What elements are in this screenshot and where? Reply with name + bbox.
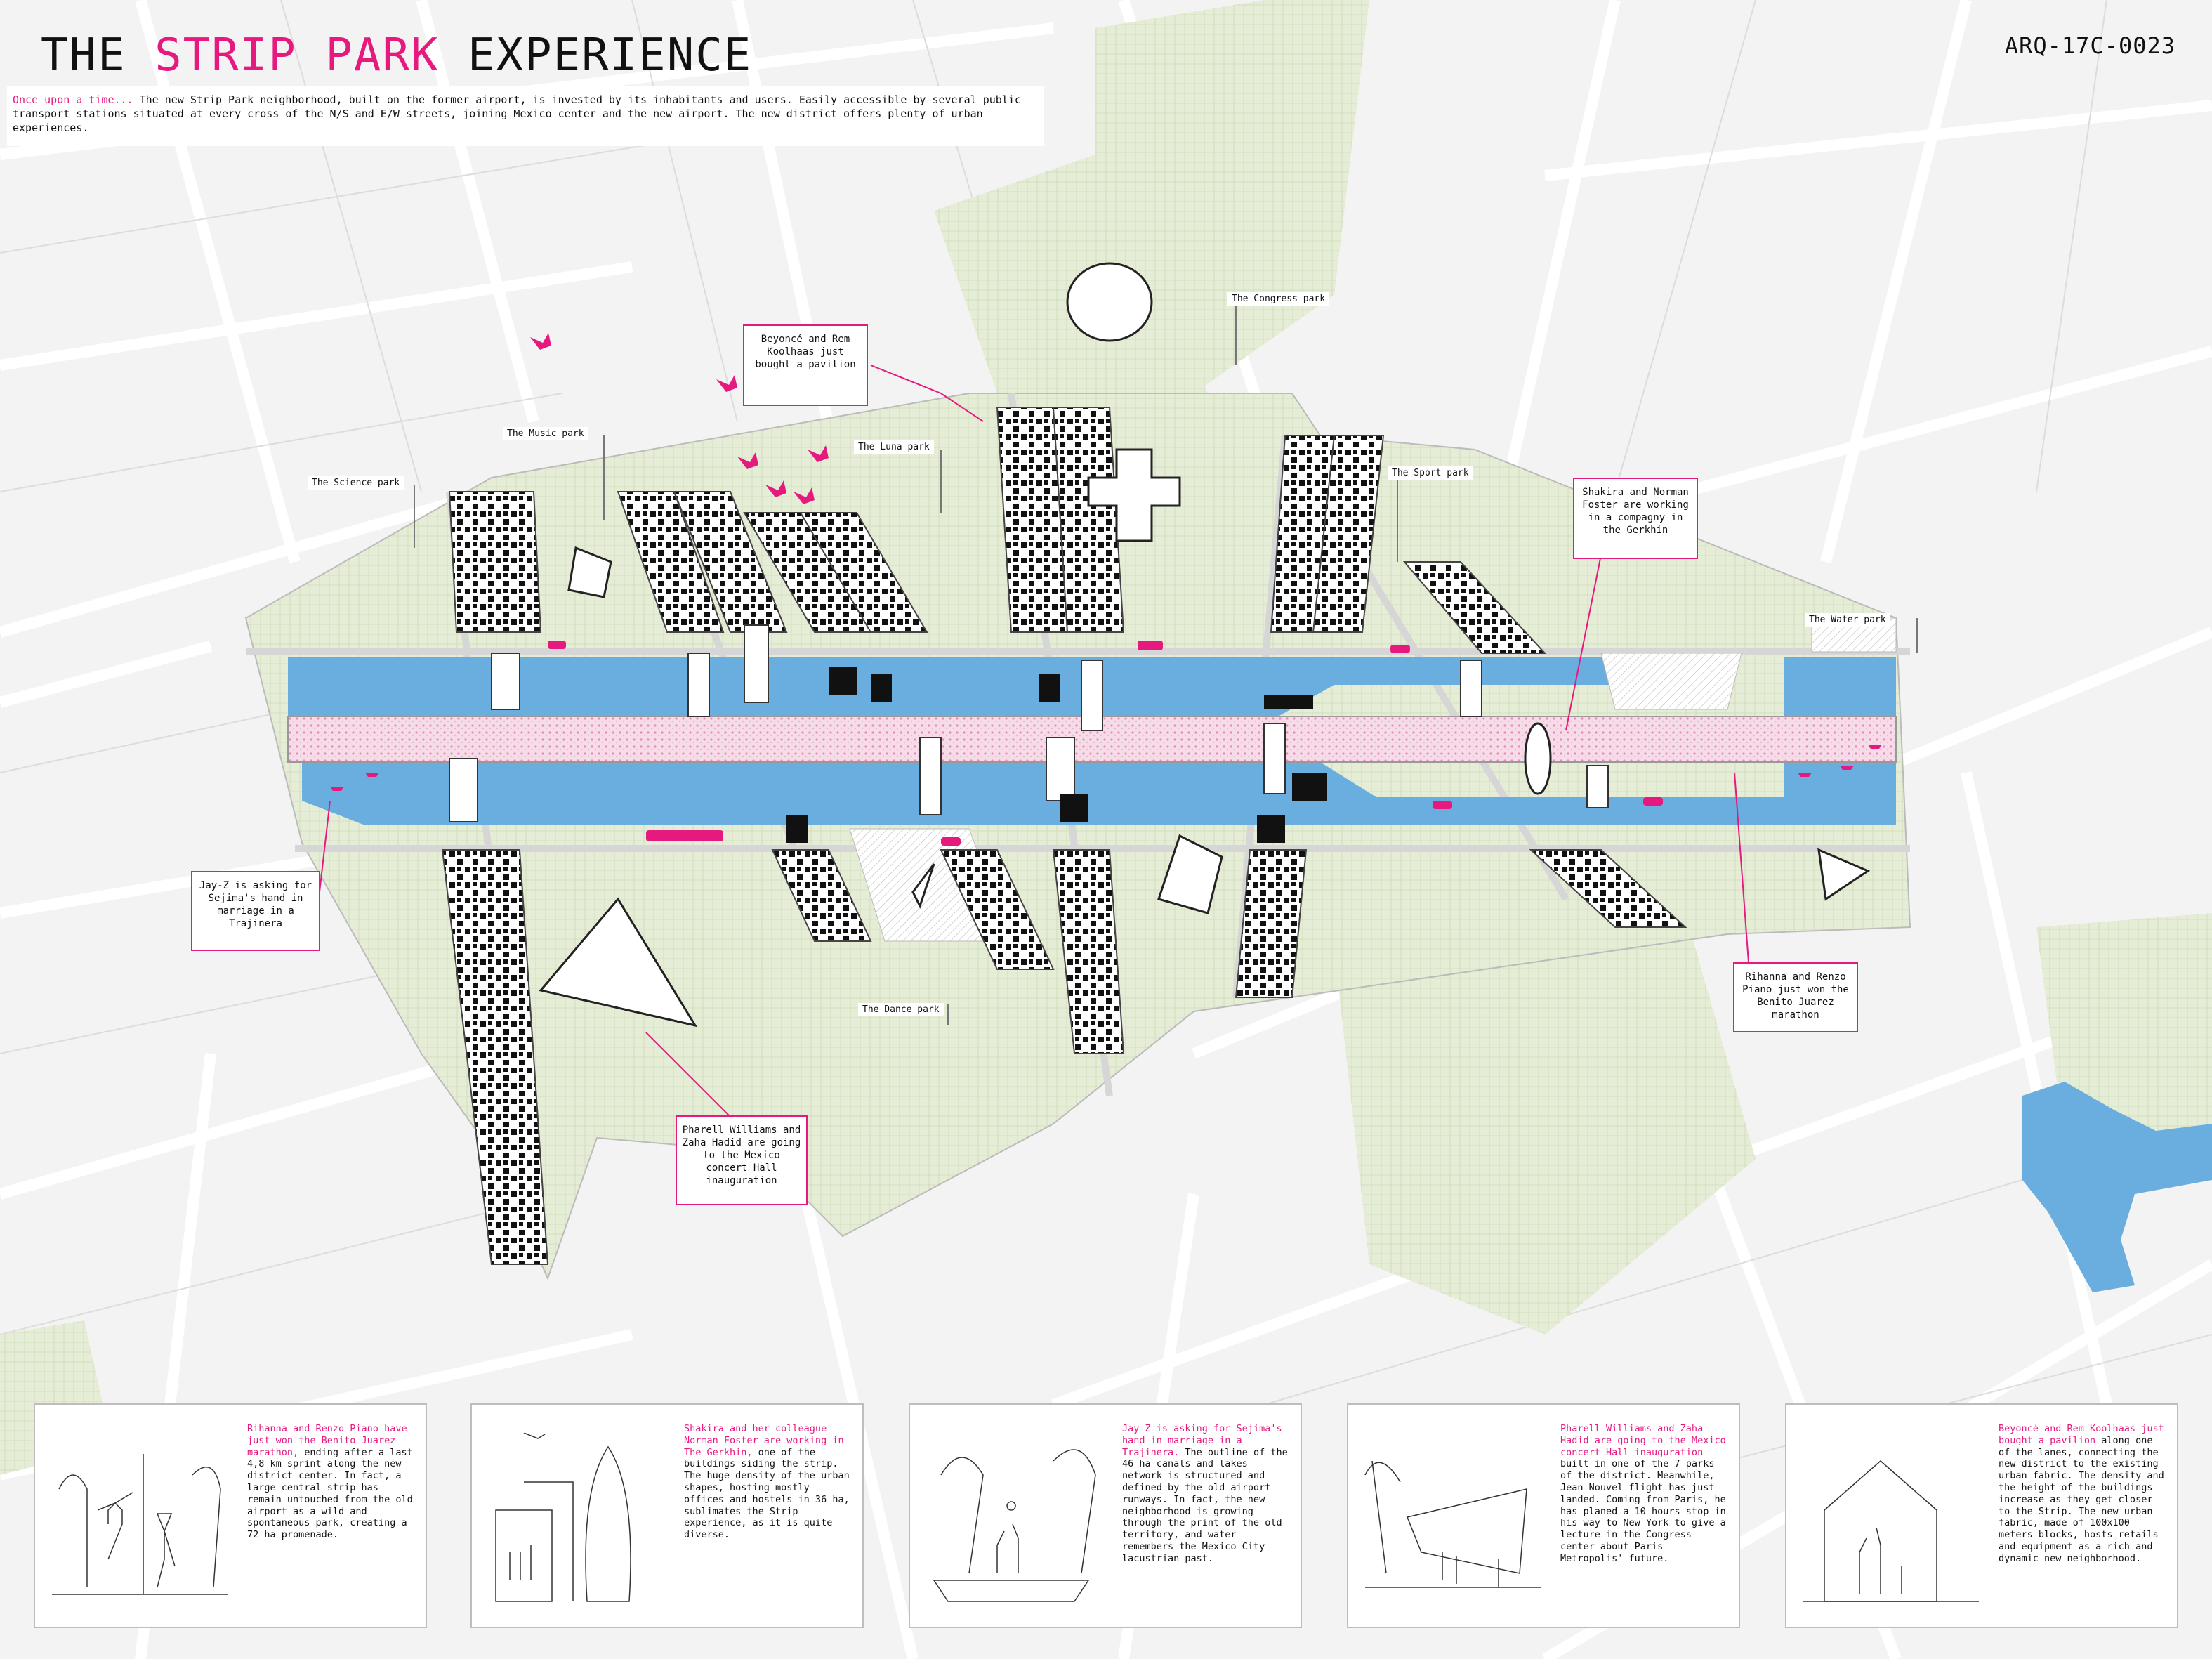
- sketch-runners: [52, 1454, 228, 1595]
- central-strip: [287, 716, 1897, 763]
- boats: [330, 745, 1882, 791]
- story-panel-beyonce: Beyoncé and Rem Koolhaas just bought a p…: [1785, 1403, 2178, 1628]
- callout-leaders: [319, 365, 1749, 1124]
- label-congress-park: The Congress park: [1227, 292, 1330, 306]
- canal-network: [288, 657, 2212, 1292]
- panel-text: Shakira and her colleague Norman Foster …: [684, 1423, 850, 1541]
- callout-pharell: Pharell Williams and Zaha Hadid are goin…: [676, 1115, 808, 1205]
- callout-shakira: Shakira and Norman Foster are working in…: [1573, 478, 1698, 559]
- callout-beyonce: Beyoncé and Rem Koolhaas just bought a p…: [743, 324, 868, 406]
- birds: [530, 333, 829, 504]
- label-music-park: The Music park: [503, 427, 588, 440]
- congress-dome: [1066, 262, 1153, 342]
- label-luna-park: The Luna park: [854, 440, 934, 454]
- triangle-concert-hall: [539, 897, 698, 1028]
- intro-lead: Once upon a time...: [13, 93, 133, 106]
- triangle-small: [1817, 848, 1871, 901]
- landmarks: [539, 262, 1871, 1028]
- sketch-concert-hall: [1364, 1460, 1541, 1588]
- story-panel-shakira: Shakira and her colleague Norman Foster …: [470, 1403, 864, 1628]
- towers: [449, 624, 1609, 822]
- intro-body: The new Strip Park neighborhood, built o…: [13, 93, 1021, 134]
- vehicles: [548, 641, 1663, 846]
- label-dance-park: The Dance park: [858, 1003, 944, 1016]
- page-title: THE STRIP PARK EXPERIENCE: [41, 29, 753, 81]
- story-panel-pharell: Pharell Williams and Zaha Hadid are goin…: [1347, 1403, 1740, 1628]
- tram: [646, 830, 723, 841]
- project-code: ARQ-17C-0023: [2004, 32, 2175, 59]
- building-rows: [441, 407, 1687, 1265]
- label-poles: [414, 302, 1918, 1025]
- label-sport-park: The Sport park: [1388, 466, 1473, 480]
- star-building: [911, 863, 935, 909]
- sketch-pavilion: [1803, 1460, 1979, 1602]
- panel-text: Jay-Z is asking for Sejima's hand in mar…: [1122, 1423, 1288, 1564]
- intro-text: Once upon a time... The new Strip Park n…: [7, 86, 1044, 146]
- sketch-trajinera: [933, 1449, 1096, 1602]
- story-panel-rihanna: Rihanna and Renzo Piano have just won th…: [34, 1403, 427, 1628]
- hexagon-building: [567, 546, 612, 598]
- label-science-park: The Science park: [308, 476, 404, 490]
- sketch-gerkhin: [495, 1433, 631, 1602]
- label-water-park: The Water park: [1805, 613, 1890, 627]
- cube-building: [1157, 834, 1223, 914]
- cross-building: [1087, 448, 1181, 542]
- solid-blocks: [786, 667, 1327, 843]
- panel-text: Beyoncé and Rem Koolhaas just bought a p…: [1999, 1423, 2164, 1564]
- story-panel-jayz: Jay-Z is asking for Sejima's hand in mar…: [909, 1403, 1302, 1628]
- callout-rihanna: Rihanna and Renzo Piano just won the Ben…: [1733, 962, 1858, 1032]
- panel-text: Rihanna and Renzo Piano have just won th…: [247, 1423, 413, 1541]
- callout-jayz: Jay-Z is asking for Sejima's hand in mar…: [191, 871, 320, 951]
- gerkhin-tower: [1524, 722, 1552, 795]
- panel-text: Pharell Williams and Zaha Hadid are goin…: [1560, 1423, 1726, 1564]
